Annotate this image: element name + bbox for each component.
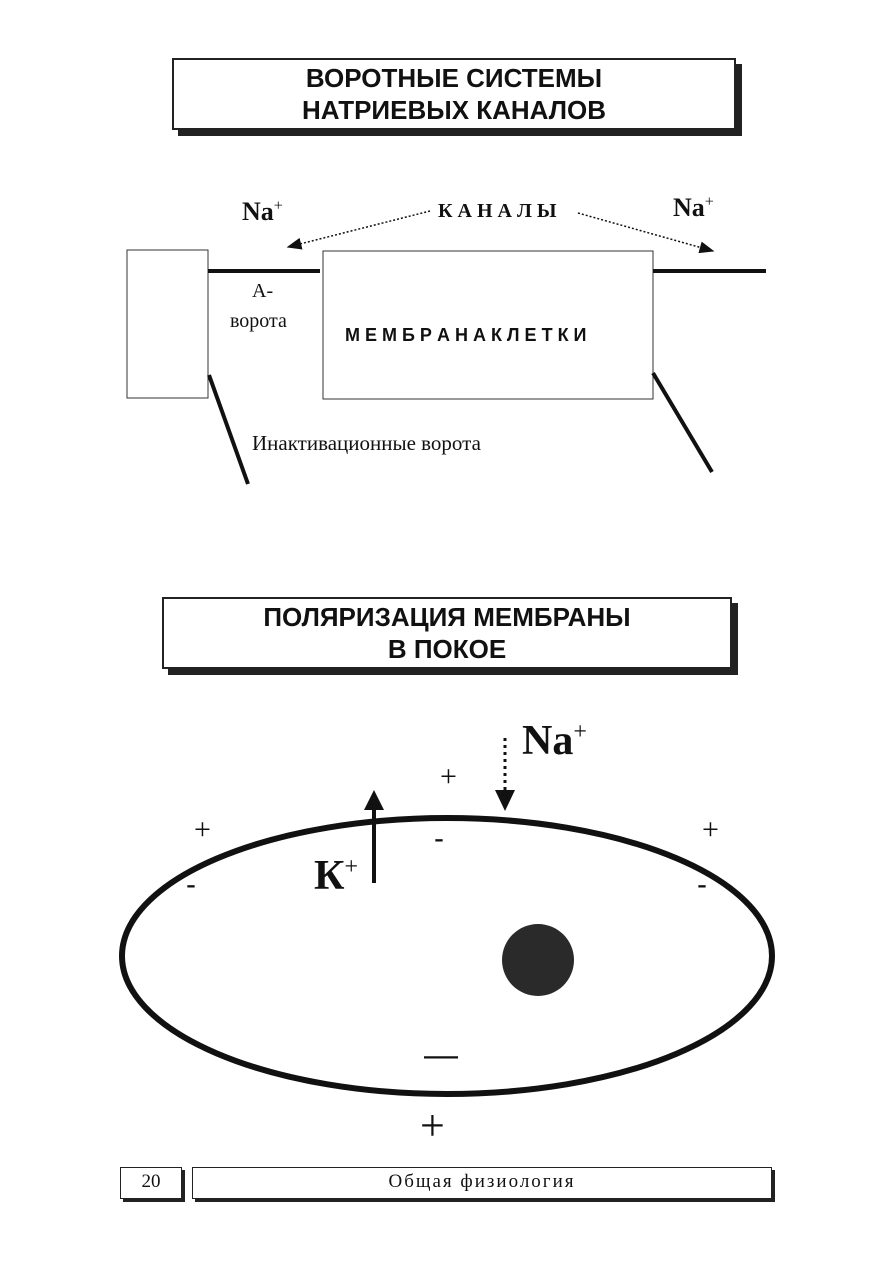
na-ion-symbol: Na: [522, 718, 574, 764]
inside-minus-left: -: [186, 868, 196, 901]
left-membrane-block: [126, 249, 209, 399]
outside-plus-top: +: [440, 760, 457, 793]
cell-outline: [119, 815, 775, 1097]
na-ion-charge: +: [573, 719, 587, 745]
outside-plus-bottom: +: [420, 1101, 445, 1150]
na-influx-arrowhead: [495, 790, 515, 811]
na-right-symbol: Na: [673, 193, 705, 222]
channel-arrow-left: [286, 210, 431, 250]
polarization-title-line1: ПОЛЯРИЗАЦИЯ МЕМБРАНЫ: [263, 602, 631, 632]
k-ion-charge: +: [344, 854, 359, 880]
inside-minus-bottom: —: [424, 1036, 458, 1074]
cell-nucleus: [502, 924, 574, 996]
na-left-label: Na+: [242, 197, 283, 227]
gating-title-line1: ВОРОТНЫЕ СИСТЕМЫ: [305, 63, 603, 93]
a-gate-label-line2: ворота: [230, 310, 287, 332]
na-left-charge: +: [273, 197, 283, 215]
k-ion-symbol: К: [314, 853, 345, 899]
k-efflux-arrowhead: [364, 790, 384, 810]
na-right-charge: +: [704, 193, 714, 211]
page-number: 20: [141, 1171, 161, 1192]
na-left-symbol: Na: [242, 197, 274, 226]
outside-plus-right: +: [702, 813, 719, 846]
membrane-label: М Е М Б Р А Н А К Л Е Т К И: [345, 325, 587, 345]
k-ion-label: К+: [314, 852, 358, 900]
outside-plus-left: +: [194, 813, 211, 846]
polarization-title-box: ПОЛЯРИЗАЦИЯ МЕМБРАНЫ В ПОКОЕ: [162, 597, 732, 669]
gating-title-line2: НАТРИЕВЫХ КАНАЛОВ: [301, 95, 607, 125]
channel-arrow-right: [577, 212, 715, 254]
page-number-box: 20: [120, 1167, 182, 1199]
polarization-title-line2: В ПОКОЕ: [387, 634, 507, 664]
inside-minus-top: -: [434, 822, 444, 855]
section-title-box: Общая физиология: [192, 1167, 772, 1199]
inside-minus-right: -: [697, 868, 707, 901]
na-ion-label: Na+: [522, 717, 587, 765]
right-inactivation-gate: [651, 371, 714, 474]
channels-label: К А Н А Л Ы: [438, 200, 557, 222]
gating-title-box: ВОРОТНЫЕ СИСТЕМЫ НАТРИЕВЫХ КАНАЛОВ: [172, 58, 736, 130]
section-title: Общая физиология: [388, 1171, 576, 1192]
membrane-block: [322, 250, 654, 400]
left-inactivation-gate: [207, 374, 250, 485]
a-gate-label-line1: А-: [252, 280, 274, 302]
na-right-label: Na+: [673, 193, 714, 223]
inactivation-gate-label: Инактивационные ворота: [252, 431, 481, 455]
